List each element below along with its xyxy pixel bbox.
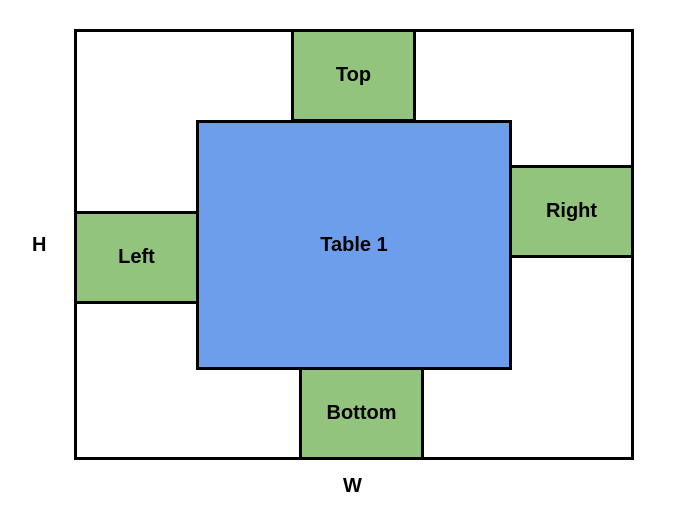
seat-top-label: Top bbox=[335, 64, 372, 86]
table-1-label: Table 1 bbox=[320, 233, 388, 256]
width-label: W bbox=[343, 475, 362, 497]
seat-right: Right bbox=[509, 165, 634, 258]
seat-top: Top bbox=[291, 29, 416, 122]
seat-left-label: Left bbox=[118, 246, 155, 268]
table-1: Table 1 bbox=[196, 120, 512, 370]
seat-bottom: Bottom bbox=[299, 367, 424, 460]
seat-left: Left bbox=[74, 211, 199, 304]
seat-bottom-label: Bottom bbox=[326, 402, 397, 424]
height-label: H bbox=[32, 234, 47, 256]
seat-right-label: Right bbox=[545, 200, 598, 222]
